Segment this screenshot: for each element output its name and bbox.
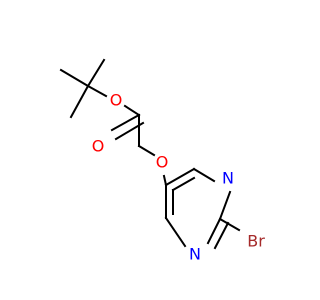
bond-tert-butyl-to-ester-oxygen [86,84,108,98]
bond-ester-oxygen-to-carbonyl-carbon [123,104,141,117]
bond-methylene-to-ether-oxygen [137,144,156,157]
bond-ring-bottom [164,216,187,248]
molecule-structure-canvas: O O O N N Br [59,58,266,264]
bond-tert-butyl-methyl-top-left [59,68,90,88]
bond-ring-top-right [192,167,216,183]
bond-carbonyl-double-outer [110,113,141,132]
bromine-label: Br [247,232,265,251]
atom-labels: O O O N N Br [92,91,265,264]
molecule-structure: O O O N N Br [59,58,265,264]
carbonyl-oxygen-label: O [92,137,105,156]
bonds [59,58,241,250]
bond-ether-oxygen-to-ring [162,174,168,187]
bond-ring-to-bromine [218,217,241,232]
bond-ring-top-left [164,167,196,187]
bond-ring-right-lower-double-inner [213,221,230,250]
bond-ring-right-lower-double [206,217,222,245]
ether-oxygen-label: O [156,153,169,172]
ring-nitrogen-upper-label: N [222,169,234,188]
bond-tert-butyl-methyl-top [86,58,106,88]
bond-ring-right-upper [218,190,232,221]
bond-ring-top-left-inner [171,176,196,192]
ring-nitrogen-lower-label: N [189,245,201,264]
bond-tert-butyl-methyl-left [69,84,90,119]
ester-oxygen-label: O [110,91,123,110]
